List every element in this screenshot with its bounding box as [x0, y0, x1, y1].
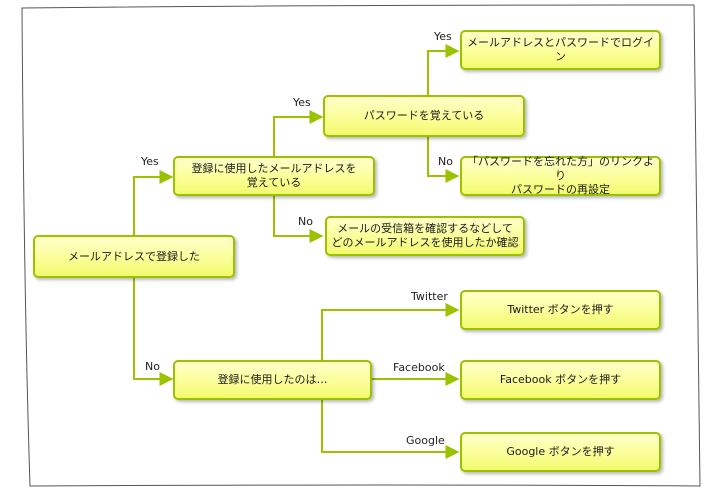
- edge-email-no: [273, 196, 324, 243]
- label-twitter: Twitter: [411, 290, 448, 303]
- label-no-email: No: [298, 215, 313, 228]
- node-remember-email: 登録に使用したメールアドレスを 覚えている: [173, 156, 375, 196]
- edge-password-yes: [427, 44, 460, 95]
- node-reset-password: 「パスワードを忘れた方」のリンクより パスワードの再設定: [460, 155, 661, 196]
- edge-email-yes: [273, 110, 324, 156]
- node-remember-password: パスワードを覚えている: [323, 95, 525, 137]
- label-yes-password: Yes: [434, 30, 452, 43]
- edge-password-no: [427, 137, 460, 183]
- label-no-registered: No: [145, 360, 160, 373]
- label-google: Google: [406, 434, 445, 447]
- label-facebook: Facebook: [393, 361, 445, 374]
- edge-registered-yes: [133, 170, 174, 235]
- node-facebook-button: Facebook ボタンを押す: [460, 360, 661, 400]
- node-twitter-button: Twitter ボタンを押す: [460, 290, 661, 330]
- label-yes-registered: Yes: [141, 155, 159, 168]
- label-yes-email: Yes: [293, 96, 311, 109]
- node-login: メールアドレスとパスワードでログイン: [460, 30, 661, 70]
- node-check-inbox: メールの受信箱を確認するなどして どのメールアドレスを使用したか確認: [325, 216, 525, 256]
- node-google-button: Google ボタンを押す: [460, 432, 661, 472]
- node-registered: メールアドレスで登録した: [33, 235, 235, 278]
- edge-twitter: [321, 303, 460, 360]
- edge-registered-no: [133, 278, 174, 386]
- node-used-for-registration: 登録に使用したのは…: [173, 360, 372, 400]
- label-no-password: No: [438, 155, 453, 168]
- edge-google: [321, 400, 460, 459]
